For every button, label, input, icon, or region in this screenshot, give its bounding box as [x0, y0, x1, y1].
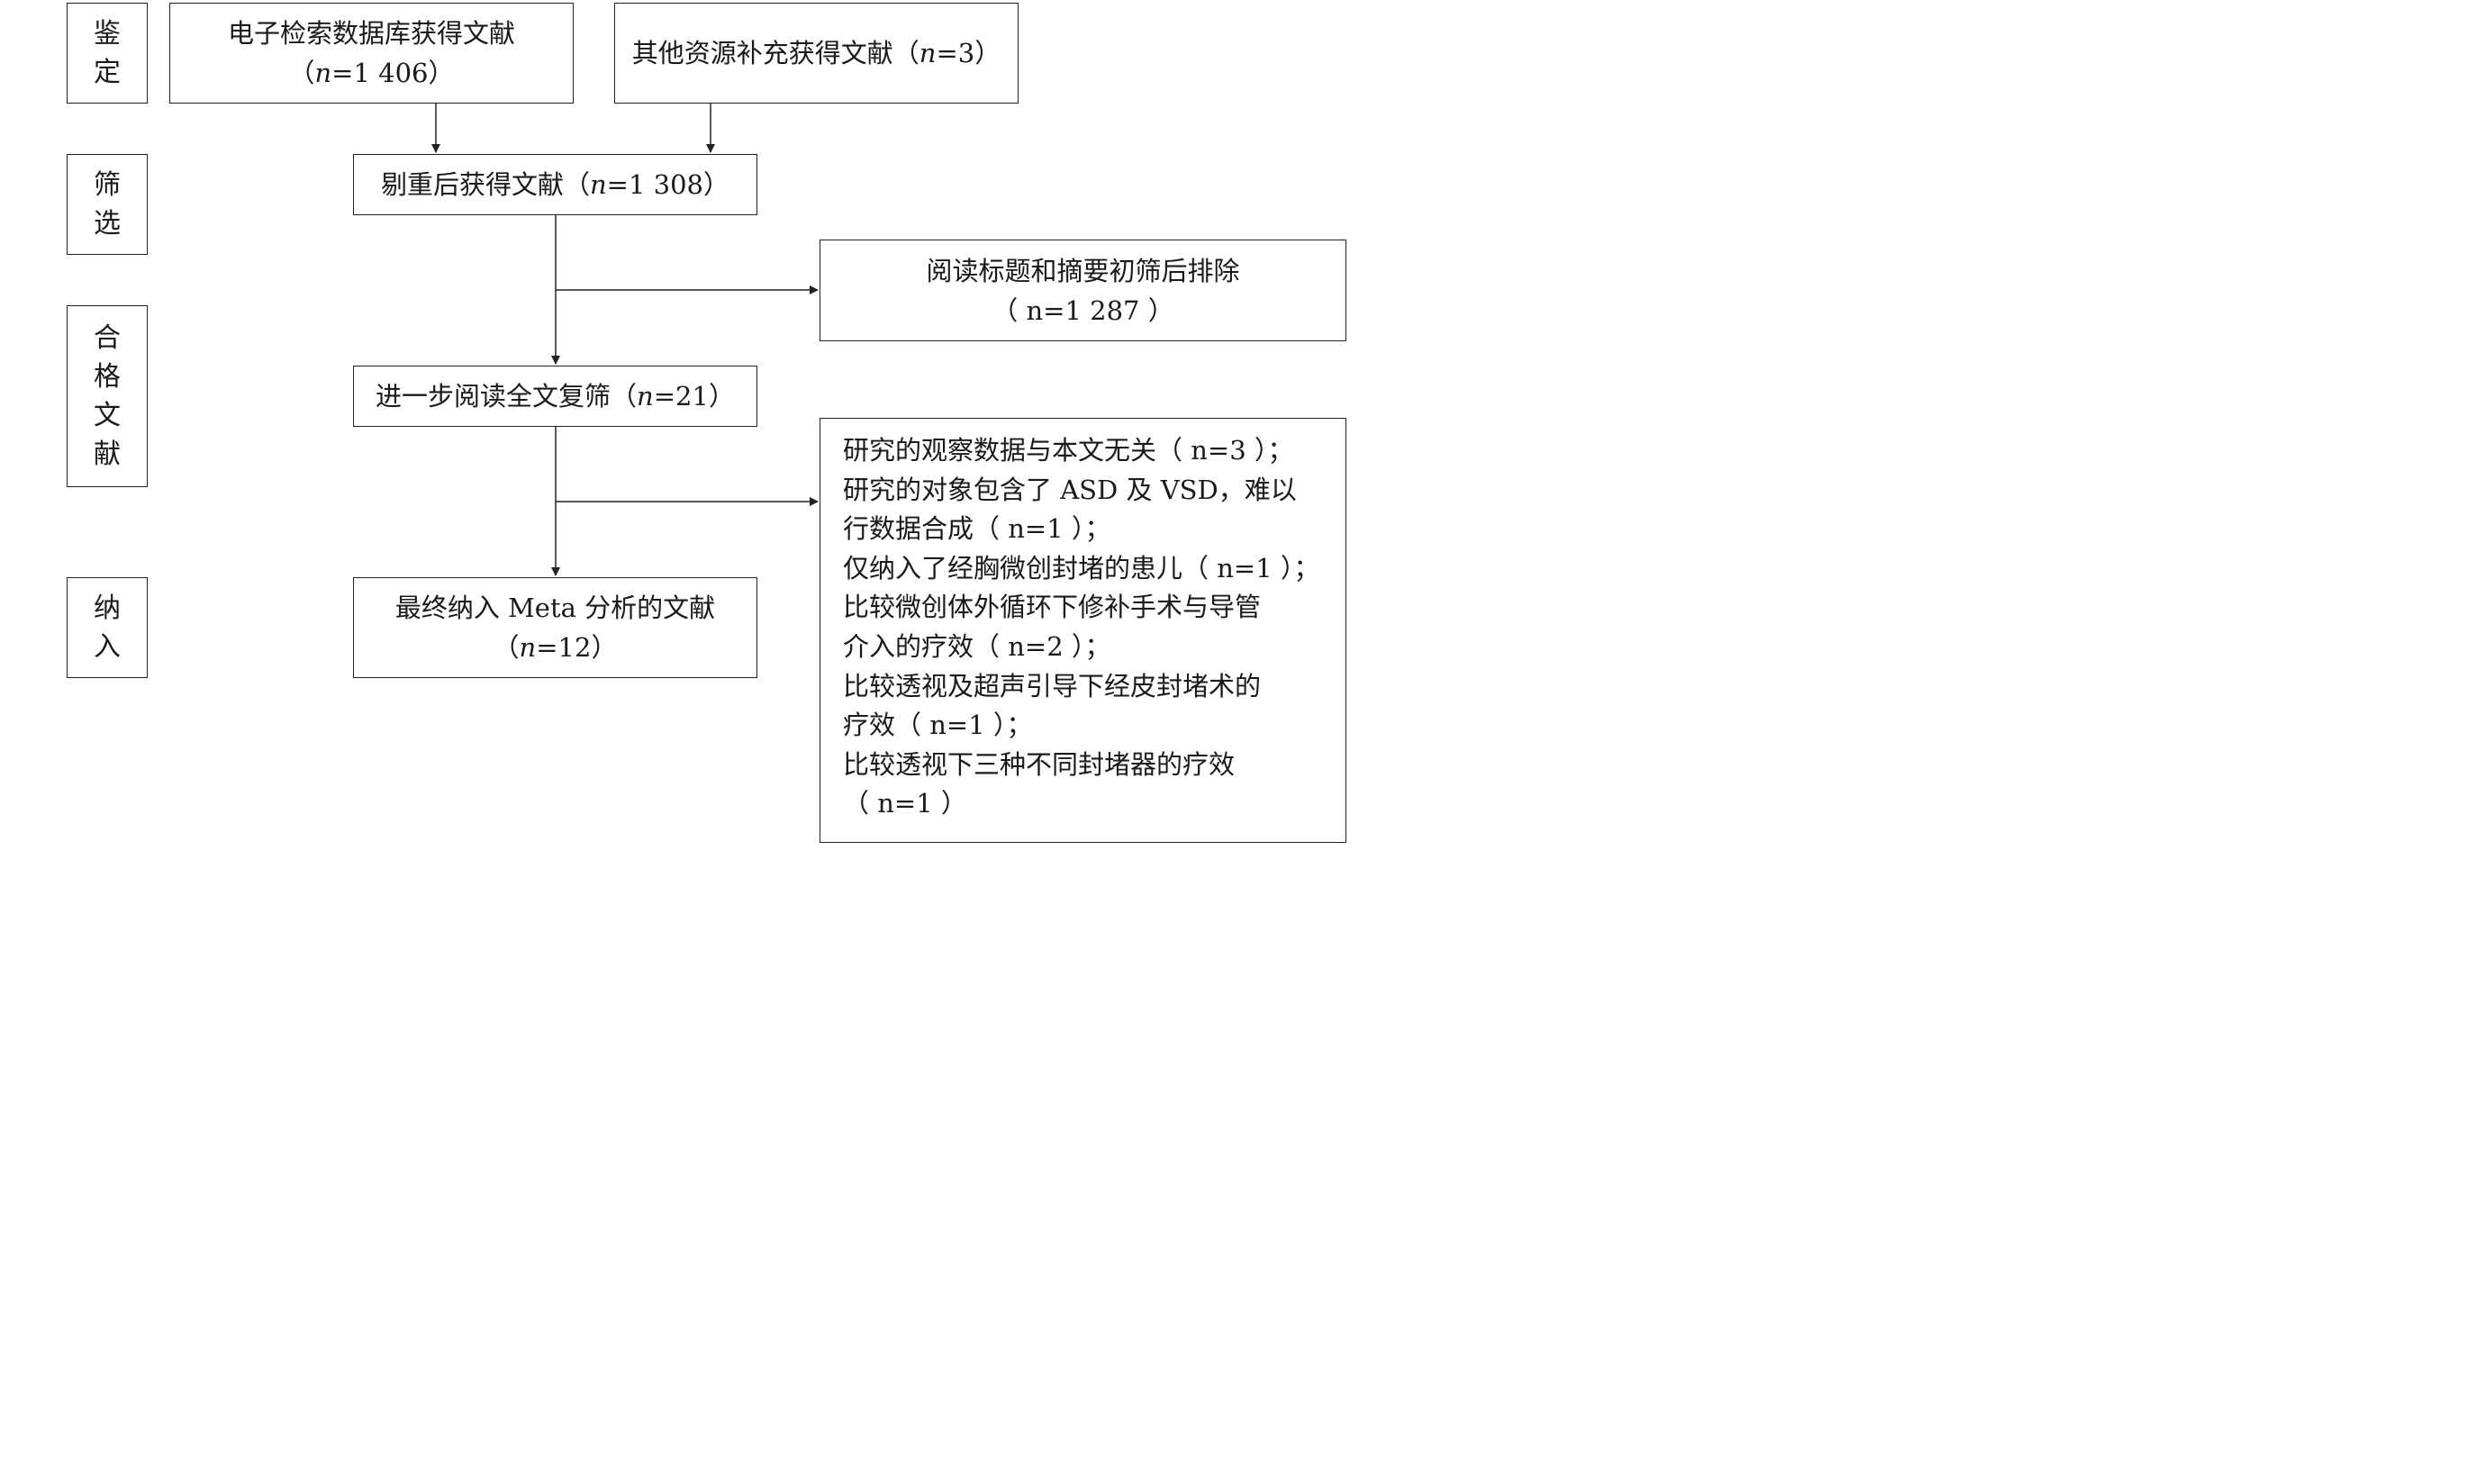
stage-char: 纳 — [94, 593, 121, 624]
stage-char: 定 — [94, 57, 121, 88]
exclusion-reason: 仅纳入了经胸微创封堵的患儿（ n=1 ）； — [843, 552, 1320, 584]
stage-eligibility: 合 格 文 献 — [67, 305, 148, 487]
stage-char: 入 — [94, 631, 121, 663]
node-label: 剔重后获得文献（n=1 308） — [380, 169, 730, 200]
exclusion-reason: 疗效（ n=1 ）； — [843, 710, 1033, 741]
node-count: （n=12） — [493, 632, 618, 663]
exclusion-reason: 行数据合成（ n=1 ）； — [843, 513, 1111, 545]
exclusion-reason: 比较透视及超声引导下经皮封堵术的 — [843, 670, 1262, 701]
stage-identification: 鉴 定 — [67, 3, 148, 104]
node-fulltext-review: 进一步阅读全文复筛（n=21） — [353, 366, 757, 427]
node-other-sources: 其他资源补充获得文献（n=3） — [614, 3, 1019, 104]
stage-char: 选 — [94, 208, 121, 240]
node-count: （ n=1 287 ） — [992, 294, 1174, 326]
node-database-search: 电子检索数据库获得文献 （n=1 406） — [169, 3, 574, 104]
exclusion-reason: 研究的对象包含了 ASD 及 VSD，难以 — [843, 474, 1297, 505]
node-fulltext-exclusions: 研究的观察数据与本文无关（ n=3 ）； 研究的对象包含了 ASD 及 VSD，… — [820, 418, 1346, 843]
exclusion-reason: 比较微创体外循环下修补手术与导管 — [843, 592, 1262, 623]
node-label: 电子检索数据库获得文献 — [227, 18, 515, 49]
stage-char: 献 — [94, 439, 121, 470]
node-label: 最终纳入 Meta 分析的文献 — [394, 593, 716, 623]
stage-char: 文 — [94, 400, 121, 431]
exclusion-reason: 比较透视下三种不同封堵器的疗效 — [843, 748, 1236, 780]
node-label: 进一步阅读全文复筛（n=21） — [376, 381, 735, 412]
node-label: 其他资源补充获得文献（n=3） — [631, 38, 1001, 68]
exclusion-reason: （ n=1 ） — [843, 788, 967, 819]
exclusion-reason: 研究的观察数据与本文无关（ n=3 ）； — [843, 435, 1294, 466]
stage-char: 格 — [94, 361, 121, 393]
node-title-abstract-excluded: 阅读标题和摘要初筛后排除 （ n=1 287 ） — [820, 240, 1346, 341]
stage-char: 筛 — [94, 169, 121, 201]
exclusion-reason: 介入的疗效（ n=2 ）； — [843, 630, 1111, 662]
node-label: 阅读标题和摘要初筛后排除 — [926, 255, 1240, 286]
stage-included: 纳 入 — [67, 577, 148, 678]
node-after-dedup: 剔重后获得文献（n=1 308） — [353, 154, 757, 215]
stage-screening: 筛 选 — [67, 154, 148, 255]
stage-char: 合 — [94, 322, 121, 354]
node-final-included: 最终纳入 Meta 分析的文献 （n=12） — [353, 577, 757, 678]
stage-char: 鉴 — [94, 18, 121, 50]
node-count: （n=1 406） — [288, 58, 455, 88]
